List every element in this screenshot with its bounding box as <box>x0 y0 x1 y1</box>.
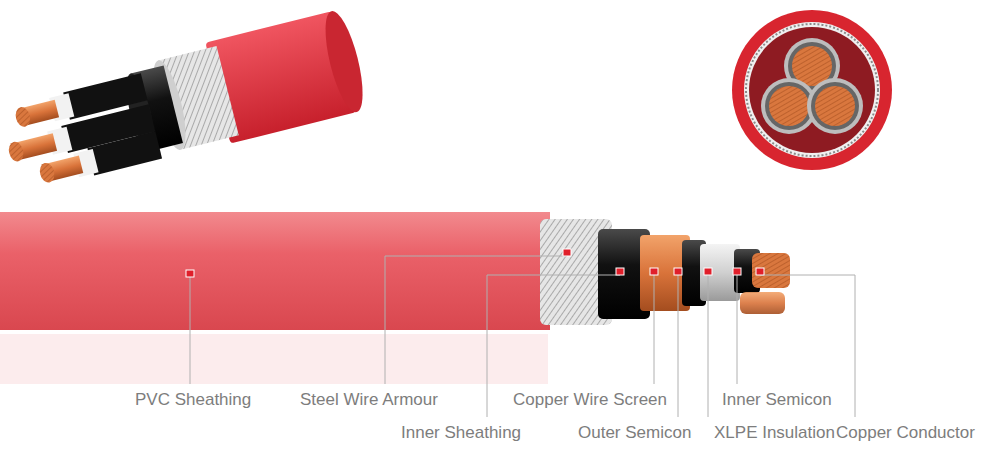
part-label: Inner Semicon <box>722 390 832 410</box>
part-label: Copper Wire Screen <box>513 390 667 410</box>
cross-section <box>732 10 892 170</box>
part-label: PVC Sheathing <box>135 390 251 410</box>
part-label: Inner Sheathing <box>401 423 521 443</box>
cable-layers <box>0 212 790 384</box>
part-label: Outer Semicon <box>578 423 691 443</box>
part-label: XLPE Insulation <box>714 423 835 443</box>
part-label: Copper Conductor <box>836 423 975 443</box>
part-label: Steel Wire Armour <box>300 390 438 410</box>
leader-lines <box>190 256 855 417</box>
cable-perspective <box>0 8 370 196</box>
markers <box>186 249 764 277</box>
